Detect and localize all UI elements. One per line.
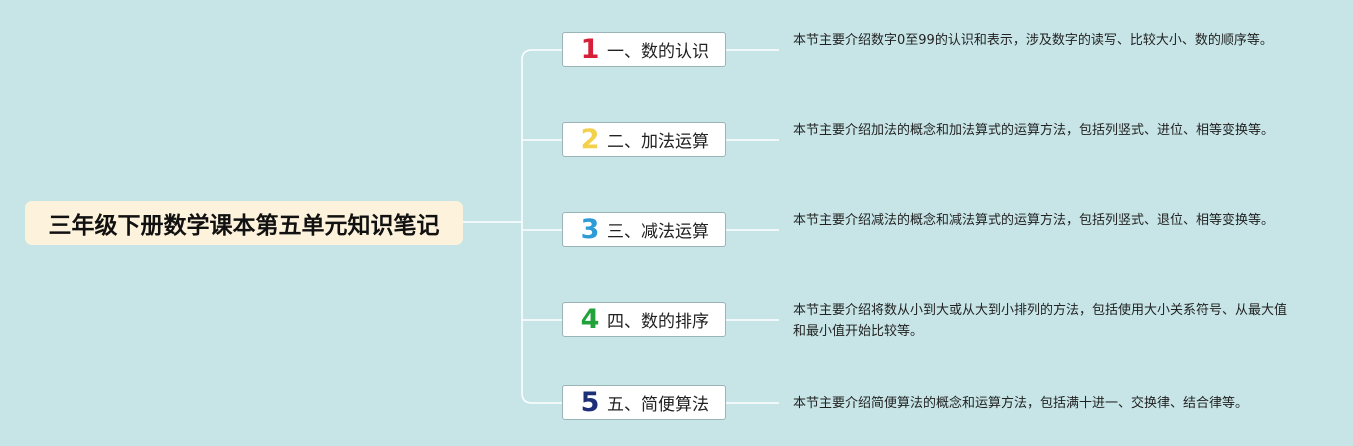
branch-description: 本节主要介绍将数从小到大或从大到小排列的方法，包括使用大小关系符号、从最大值和最…: [793, 303, 1288, 339]
branch-label: 五、简便算法: [607, 395, 709, 415]
number-badge-5: 5: [580, 387, 600, 418]
branch-description: 本节主要介绍简便算法的概念和运算方法，包括满十进一、交换律、结合律等。: [793, 396, 1249, 411]
branch-description: 本节主要介绍数字0至99的认识和表示，涉及数字的读写、比较大小、数的顺序等。: [793, 33, 1273, 48]
number-badge-3: 3: [580, 214, 600, 245]
branch-sorting[interactable]: 4 四、数的排序: [562, 302, 726, 337]
branch-label: 一、数的认识: [607, 42, 709, 62]
number-badge-1: 1: [580, 34, 600, 65]
branch-description: 本节主要介绍减法的概念和减法算式的运算方法，包括列竖式、退位、相等变换等。: [793, 213, 1275, 228]
branch-label: 三、减法运算: [607, 222, 709, 242]
branch-label: 二、加法运算: [607, 132, 709, 152]
trunk-connector: [521, 49, 562, 404]
branch-description: 本节主要介绍加法的概念和加法算式的运算方法，包括列竖式、进位、相等变换等。: [793, 123, 1275, 138]
root-title: 三年级下册数学课本第五单元知识笔记: [48, 213, 440, 239]
number-badge-2: 2: [580, 124, 600, 155]
branch-number-recognition[interactable]: 1 一、数的认识: [562, 32, 726, 67]
number-badge-4: 4: [580, 304, 600, 335]
root-topic[interactable]: 三年级下册数学课本第五单元知识笔记: [25, 201, 463, 245]
branch-addition[interactable]: 2 二、加法运算: [562, 122, 726, 157]
branch-label: 四、数的排序: [607, 312, 709, 332]
branch-simplified-calculation[interactable]: 5 五、简便算法: [562, 385, 726, 420]
branch-subtraction[interactable]: 3 三、减法运算: [562, 212, 726, 247]
